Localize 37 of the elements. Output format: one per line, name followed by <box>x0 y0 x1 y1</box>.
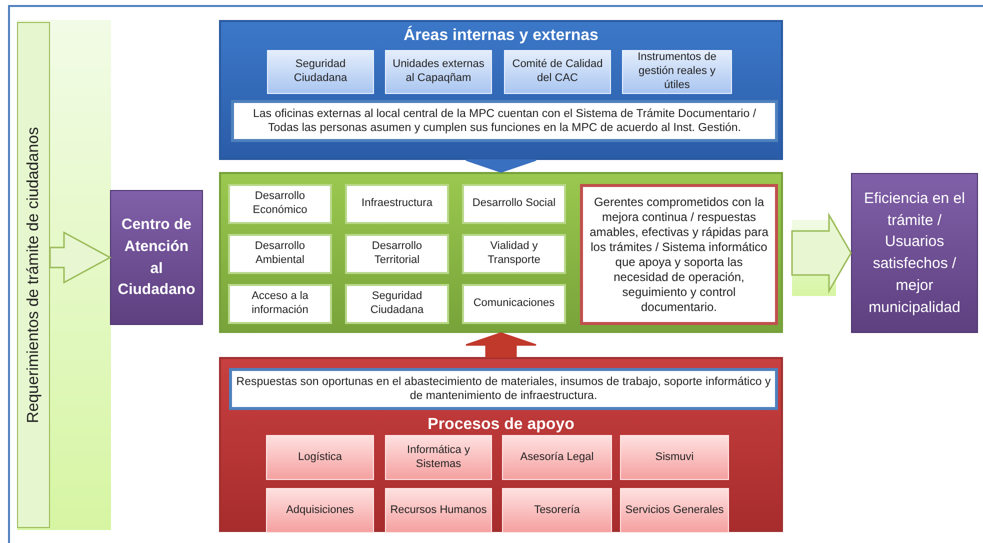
process-box: Seguridad Ciudadana <box>345 284 449 324</box>
group-panel <box>219 357 783 532</box>
process-box: Desarrollo Territorial <box>345 234 449 274</box>
process-box: Desarrollo Económico <box>228 184 332 224</box>
process-box: Acceso a la información <box>228 284 332 324</box>
process-box: Servicios Generales <box>620 488 729 533</box>
panel-title: Procesos de apoyo <box>426 415 576 435</box>
process-box: Infraestructura <box>345 184 449 224</box>
process-box: Tesorería <box>502 488 612 533</box>
process-box: Unidades externas al Capaqñam <box>385 50 492 94</box>
process-box: Sismuvi <box>620 435 729 480</box>
block-arrow <box>791 212 852 294</box>
result-box: Eficiencia en el trámite / Usuarios satisfechos / mejor municipalidad <box>851 173 978 333</box>
process-box: Seguridad Ciudadana <box>267 50 374 94</box>
process-box: Comunicaciones <box>462 284 566 324</box>
process-box: Logística <box>266 435 374 480</box>
text-box: Respuestas son oportunas en el abastecimiento de materiales, insumos de trabajo, soporte informático y de mantenimiento de infraestructura. <box>229 368 778 410</box>
process-box: Adquisiciones <box>266 488 374 533</box>
process-box: Vialidad y Transporte <box>462 234 566 274</box>
block-arrow <box>465 159 537 173</box>
process-box: Recursos Humanos <box>385 488 492 533</box>
process-box: Instrumentos de gestión reales y útiles <box>622 50 732 94</box>
text-box: Gerentes comprometidos con la mejora continua / respuestas amables, efectivas y rápidas para los trámites / Sistema informático que apoya y soporta las necesidad de operación, seguimiento y control documentario. <box>580 184 778 325</box>
block-arrow <box>49 231 112 284</box>
process-box: Informática y Sistemas <box>385 435 492 480</box>
result-box: Centro de Atención al Ciudadano <box>110 190 203 325</box>
group-panel <box>219 172 783 333</box>
process-box: Desarrollo Ambiental <box>228 234 332 274</box>
group-panel <box>219 20 783 160</box>
requirement-bar <box>17 22 50 528</box>
process-box: Desarrollo Social <box>462 184 566 224</box>
panel-title: Áreas internas y externas <box>402 24 600 46</box>
process-box: Asesoría Legal <box>502 435 612 480</box>
process-box: Comité de Calidad del CAC <box>504 50 611 94</box>
block-arrow <box>465 332 537 358</box>
vertical-label: Requerimientos de trámite de ciudadanos <box>24 126 42 424</box>
text-box: Las oficinas externas al local central de la MPC cuentan con el Sistema de Trámite Documentario / Todas las personas asumen y cumplen sus funciones en la MPC de acuerdo al Inst. Gestión. <box>231 100 778 142</box>
